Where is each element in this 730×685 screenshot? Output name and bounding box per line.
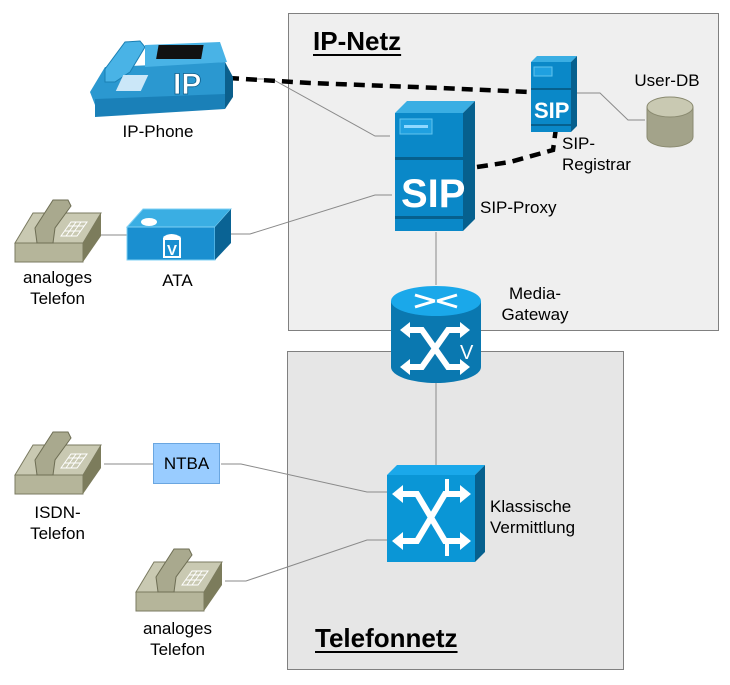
svg-text:V: V	[167, 242, 177, 259]
media-gateway[interactable]: V	[390, 285, 482, 390]
database-icon	[646, 96, 694, 148]
phone-network-title: Telefonnetz	[315, 623, 458, 653]
sip-registrar-label-2: Registrar	[562, 155, 631, 174]
classic-switch-label-1: Klassische	[490, 497, 572, 516]
isdn-phone-icon	[14, 431, 102, 495]
analog-phone-icon	[14, 199, 102, 263]
isdn-phone-label-2: Telefon	[30, 524, 85, 543]
link-registrar-userdb	[572, 92, 645, 121]
classic-switch-label-2: Vermittlung	[490, 518, 576, 537]
svg-text:SIP: SIP	[534, 98, 569, 123]
ip-network-zone: IP-Netz	[288, 13, 719, 331]
ata-icon: V	[125, 208, 233, 261]
sip-registrar-server-icon: SIP	[531, 56, 577, 132]
sip-registrar-label-1: SIP-	[562, 134, 596, 153]
link-ntba-switch	[221, 463, 388, 493]
analog-phone-top-label-2: Telefon	[30, 289, 85, 308]
svg-text:V: V	[460, 342, 474, 364]
isdn-phone[interactable]	[13, 430, 103, 500]
sip-proxy-label: SIP-Proxy	[480, 198, 557, 217]
ntba-box[interactable]: NTBA	[153, 443, 220, 484]
sip-proxy-server-icon: SIP	[395, 101, 475, 231]
analog-phone-icon	[135, 548, 223, 612]
analog-phone-bottom-label-1: analoges	[142, 619, 212, 638]
media-gateway-label-1: Media-	[509, 284, 561, 303]
ip-phone-label: IP-Phone	[122, 122, 194, 141]
link-ata-proxy	[230, 194, 392, 235]
link-analog-bottom-switch	[225, 539, 388, 582]
user-db[interactable]	[645, 95, 695, 154]
ata-label: ATA	[162, 271, 193, 290]
sip-proxy[interactable]: SIP	[395, 101, 479, 238]
svg-text:SIP: SIP	[401, 172, 465, 216]
classic-switch[interactable]	[387, 465, 487, 567]
isdn-phone-label-1: ISDN-	[34, 503, 81, 522]
ip-phone-icon: IP	[90, 40, 233, 117]
analog-phone-bottom[interactable]	[134, 547, 224, 617]
link-ipphone-proxy	[252, 78, 390, 137]
analog-phone-top[interactable]	[13, 198, 103, 268]
switch-icon	[387, 465, 485, 562]
user-db-label: User-DB	[634, 71, 700, 90]
analog-phone-bottom-label-2: Telefon	[150, 640, 205, 659]
svg-text:IP: IP	[173, 68, 201, 101]
signaling-proxy-registrar	[476, 127, 559, 170]
ip-phone[interactable]: IP	[85, 37, 235, 122]
signaling-ipphone-registrar	[227, 75, 531, 95]
voice-gateway-router-icon: V	[391, 286, 481, 383]
analog-phone-top-label-1: analoges	[22, 268, 92, 287]
media-gateway-label-2: Gateway	[501, 305, 569, 324]
sip-registrar[interactable]: SIP	[531, 56, 579, 137]
ip-network-title: IP-Netz	[313, 26, 402, 56]
ata[interactable]: V	[125, 207, 233, 267]
